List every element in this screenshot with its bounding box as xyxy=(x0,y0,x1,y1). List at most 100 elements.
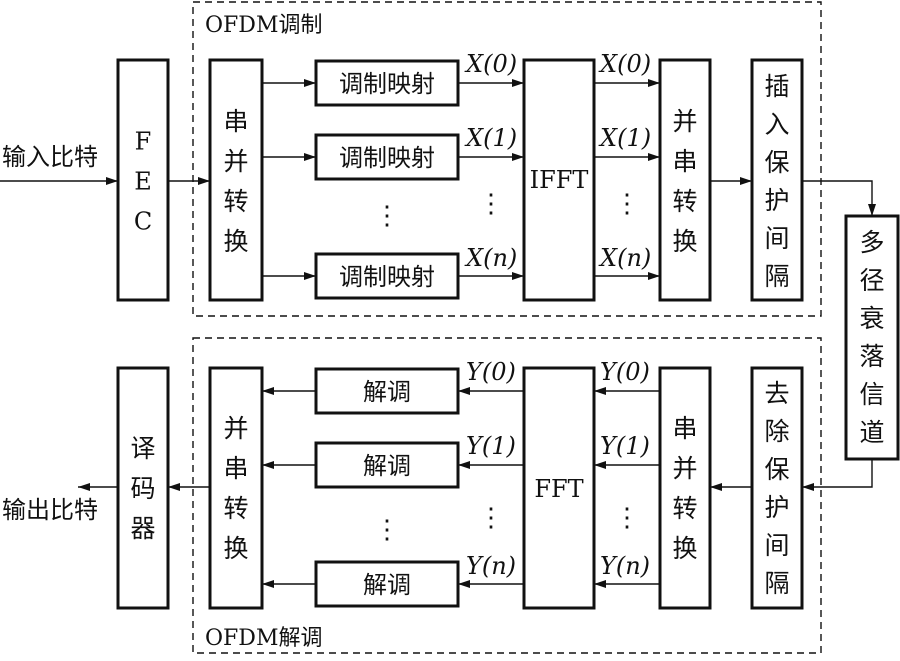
decoder-label-char: 器 xyxy=(130,514,155,543)
parallel-to-serial-label-char: 并 xyxy=(672,107,697,136)
ifft-output-label-n: X(n) xyxy=(598,244,651,272)
channel-label-char: 衰 xyxy=(859,304,884,333)
serial-to-parallel-block xyxy=(208,58,264,302)
channel-label-char: 落 xyxy=(859,342,884,371)
fft-output-dots: ⋮ xyxy=(478,503,504,533)
ofdm-modulation-frame xyxy=(192,1,822,317)
mapper-label-1: 调制映射 xyxy=(339,144,435,172)
ifft-label: IFFT xyxy=(530,166,589,194)
serial-to-parallel-label-char: 换 xyxy=(223,227,248,256)
demod-parallel-to-serial-label-char: 并 xyxy=(223,414,248,443)
mapper-label-0: 调制映射 xyxy=(339,70,435,98)
decoder-label-char: 码 xyxy=(130,474,155,503)
fft-block xyxy=(522,366,596,610)
channel-label-char: 径 xyxy=(859,266,884,295)
ifft-output-dots: ⋮ xyxy=(614,189,640,219)
ifft-output-label-1: X(1) xyxy=(598,124,651,152)
demod-parallel-to-serial-label-char: 换 xyxy=(223,534,248,563)
remove-guard-label-char: 间 xyxy=(764,531,789,560)
demod-label-n: 解调 xyxy=(363,571,411,599)
fft-label: FFT xyxy=(534,475,583,503)
channel-label-char: 多 xyxy=(859,228,884,257)
fec-label-char: C xyxy=(134,208,152,236)
channel-label-char: 道 xyxy=(859,418,884,447)
channel-to-remove-guard-arrow xyxy=(802,459,873,491)
fft-input-label-n: Y(n) xyxy=(600,552,650,580)
fec-label-char: E xyxy=(134,168,152,196)
fft-output-label-1: Y(1) xyxy=(466,432,516,460)
insert-guard-label-char: 入 xyxy=(764,110,789,139)
input-bits-label: 输入比特 xyxy=(2,143,98,171)
insert-guard-label-char: 插 xyxy=(764,72,789,101)
fec-block-label: FEC xyxy=(134,128,152,236)
demod-block-1 xyxy=(314,441,460,489)
fft-output-label-n: Y(n) xyxy=(466,552,516,580)
remove-guard-label-char: 保 xyxy=(764,455,789,484)
decoder-block xyxy=(116,366,170,610)
guard-to-channel-arrow xyxy=(802,180,876,216)
demod-serial-to-parallel-label-char: 并 xyxy=(672,454,697,483)
ifft-input-dots: ⋮ xyxy=(478,189,504,219)
fft-output-label-0: Y(0) xyxy=(466,358,516,386)
remove-guard-label-char: 除 xyxy=(764,417,789,446)
channel-block xyxy=(844,214,900,461)
demod-parallel-to-serial-label-char: 转 xyxy=(223,494,248,523)
ifft-block xyxy=(522,58,596,302)
ifft-input-label-0: X(0) xyxy=(464,50,517,78)
demod-parallel-to-serial-block xyxy=(208,366,264,610)
remove-guard-label-char: 去 xyxy=(764,379,789,408)
insert-guard-block xyxy=(750,58,804,302)
ofdm-demodulation-frame xyxy=(192,337,822,654)
parallel-to-serial-label-char: 串 xyxy=(672,147,697,176)
parallel-to-serial-label-char: 转 xyxy=(672,187,697,216)
remove-guard-block xyxy=(750,366,804,610)
serial-to-parallel-label-char: 转 xyxy=(223,187,248,216)
serial-to-parallel-label-char: 串 xyxy=(223,107,248,136)
mapper-label-n: 调制映射 xyxy=(339,263,435,291)
decoder-label-char: 译 xyxy=(130,434,155,463)
demod-serial-to-parallel-label-char: 转 xyxy=(672,494,697,523)
insert-guard-label-char: 护 xyxy=(764,186,789,215)
fec-label-char: F xyxy=(135,128,152,156)
insert-guard-label-char: 间 xyxy=(764,224,789,253)
demod-parallel-to-serial-label-char: 串 xyxy=(223,454,248,483)
parallel-to-serial-block xyxy=(658,58,712,302)
demod-block-0 xyxy=(314,367,460,415)
fft-input-label-1: Y(1) xyxy=(600,432,650,460)
output-bits-label: 输出比特 xyxy=(2,496,98,524)
serial-to-parallel-label-char: 并 xyxy=(223,147,248,176)
demod-serial-to-parallel-label-char: 串 xyxy=(672,414,697,443)
decoder-label: 译码器 xyxy=(130,434,155,543)
demod-label-0: 解调 xyxy=(363,378,411,406)
ifft-input-label-n: X(n) xyxy=(464,244,517,272)
parallel-to-serial-label-char: 换 xyxy=(672,227,697,256)
demod-serial-to-parallel-block xyxy=(658,366,712,610)
remove-guard-label-char: 隔 xyxy=(764,569,789,598)
demod-label-1: 解调 xyxy=(363,452,411,480)
mapper-block-1 xyxy=(314,133,460,181)
modulation-group-title: OFDM调制 xyxy=(205,13,322,38)
demodulation-group-title: OFDM解调 xyxy=(205,626,322,651)
ifft-input-label-1: X(1) xyxy=(464,124,517,152)
remove-guard-label-char: 护 xyxy=(764,493,789,522)
fec-block xyxy=(116,58,170,302)
mapper-dots: ⋮ xyxy=(374,201,400,231)
insert-guard-label-char: 隔 xyxy=(764,262,789,291)
channel-label-char: 信 xyxy=(859,380,884,409)
ifft-output-label-0: X(0) xyxy=(598,50,651,78)
insert-guard-label-char: 保 xyxy=(764,148,789,177)
demod-serial-to-parallel-label-char: 换 xyxy=(672,534,697,563)
demod-dots: ⋮ xyxy=(374,515,400,545)
mapper-block-0 xyxy=(314,59,460,107)
fft-input-dots: ⋮ xyxy=(614,503,640,533)
mapper-block-n xyxy=(314,252,460,300)
